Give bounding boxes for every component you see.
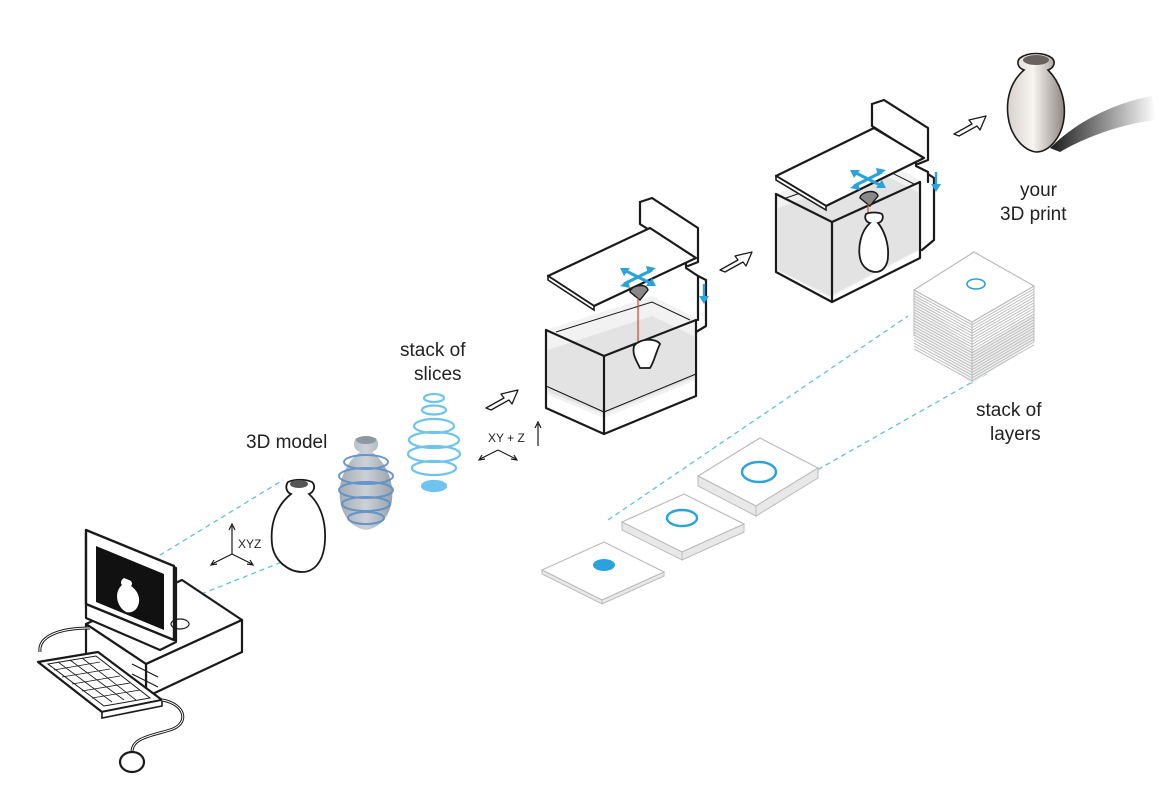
printer-icon [774, 98, 941, 304]
axes-icon [209, 522, 255, 566]
slices-label-line2: slices [414, 364, 462, 385]
axes-xyz-plus-z-label: XY + Z [488, 431, 525, 445]
slice-stack-icon [406, 392, 462, 493]
layer-sheet-icon [665, 508, 699, 528]
layer-sheet-icon [593, 559, 615, 571]
slices-label-line1: stack of [400, 340, 466, 361]
scan-direction-icon [623, 268, 653, 286]
layer-stack-icon [912, 251, 1036, 384]
model-label: 3D model [246, 432, 327, 453]
print-label-line2: 3D print [1000, 204, 1067, 225]
printer-icon [544, 196, 709, 436]
computer-icon [36, 528, 244, 774]
arrow-icon [485, 115, 987, 411]
axes-z-icon [477, 420, 542, 461]
layer-sheets [540, 437, 820, 605]
axes-xyz-label: XYZ [238, 537, 261, 551]
print-label-line1: your [1020, 180, 1058, 201]
layers-label-line1: stack of [976, 400, 1042, 421]
layers-label-line2: layers [990, 424, 1041, 445]
sliced-model-icon [338, 436, 394, 530]
screen-vase-icon [117, 578, 140, 613]
model-vase-icon [270, 478, 326, 573]
layer-sheet-icon [740, 460, 778, 484]
printed-vase-icon [1006, 52, 1156, 153]
